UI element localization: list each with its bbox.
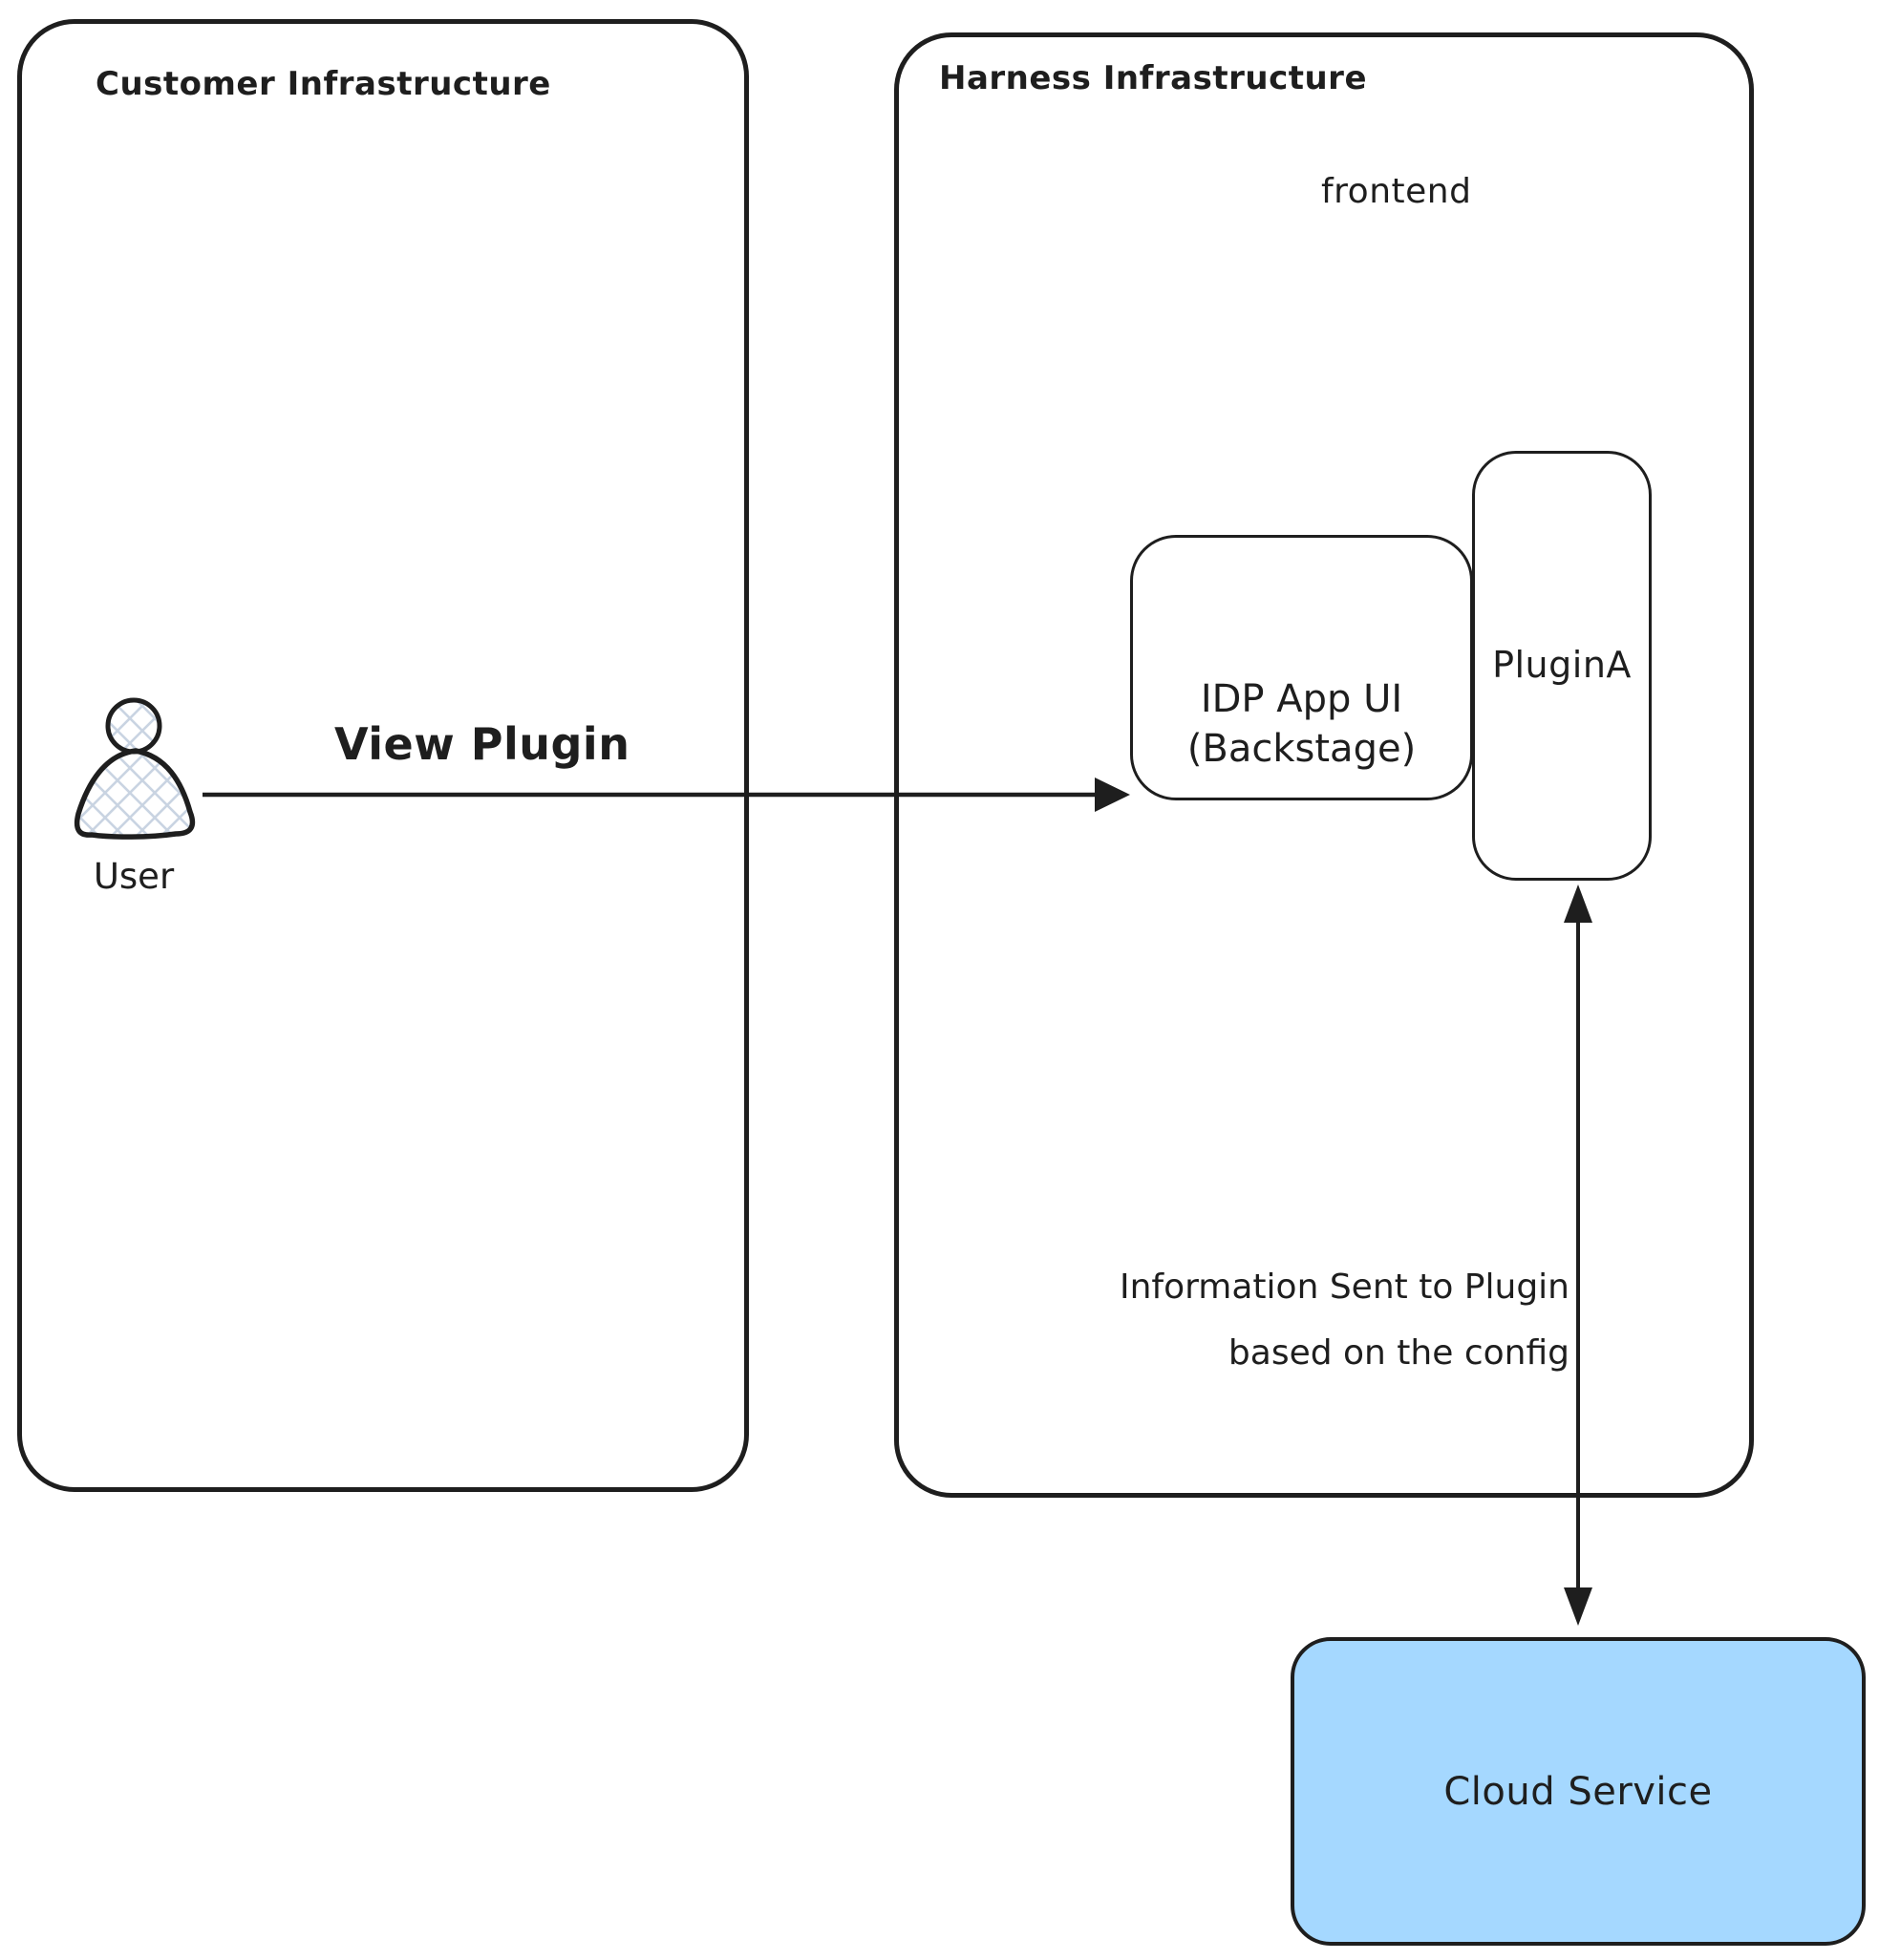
harness-infrastructure-box [894,32,1754,1498]
info-sent-label-line2: based on the config [1228,1333,1569,1373]
info-sent-label-line1: Information Sent to Plugin [1120,1268,1569,1307]
user-head [105,697,162,755]
idp-app-ui-label-line2: (Backstage) [1186,727,1417,771]
idp-app-ui-label: IDP App UI (Backstage) [1130,674,1473,774]
frontend-label: frontend [1321,172,1472,211]
harness-infrastructure-title: Harness Infrastructure [939,59,1368,97]
plugin-a-box: PluginA [1472,451,1652,881]
user-label: User [93,856,175,897]
customer-infrastructure-box [17,19,749,1492]
cloud-service-box: Cloud Service [1291,1637,1866,1946]
idp-app-ui-box [1130,535,1473,800]
user-body [74,748,196,840]
view-plugin-arrow-label: View Plugin [334,718,630,770]
cloud-service-label: Cloud Service [1443,1769,1713,1814]
plugin-a-label: PluginA [1492,644,1632,687]
customer-infrastructure-title: Customer Infrastructure [96,65,551,103]
plugin-cloud-arrowhead-down-icon [1564,1587,1592,1626]
idp-app-ui-label-line1: IDP App UI [1200,677,1403,721]
user-icon [74,697,196,840]
